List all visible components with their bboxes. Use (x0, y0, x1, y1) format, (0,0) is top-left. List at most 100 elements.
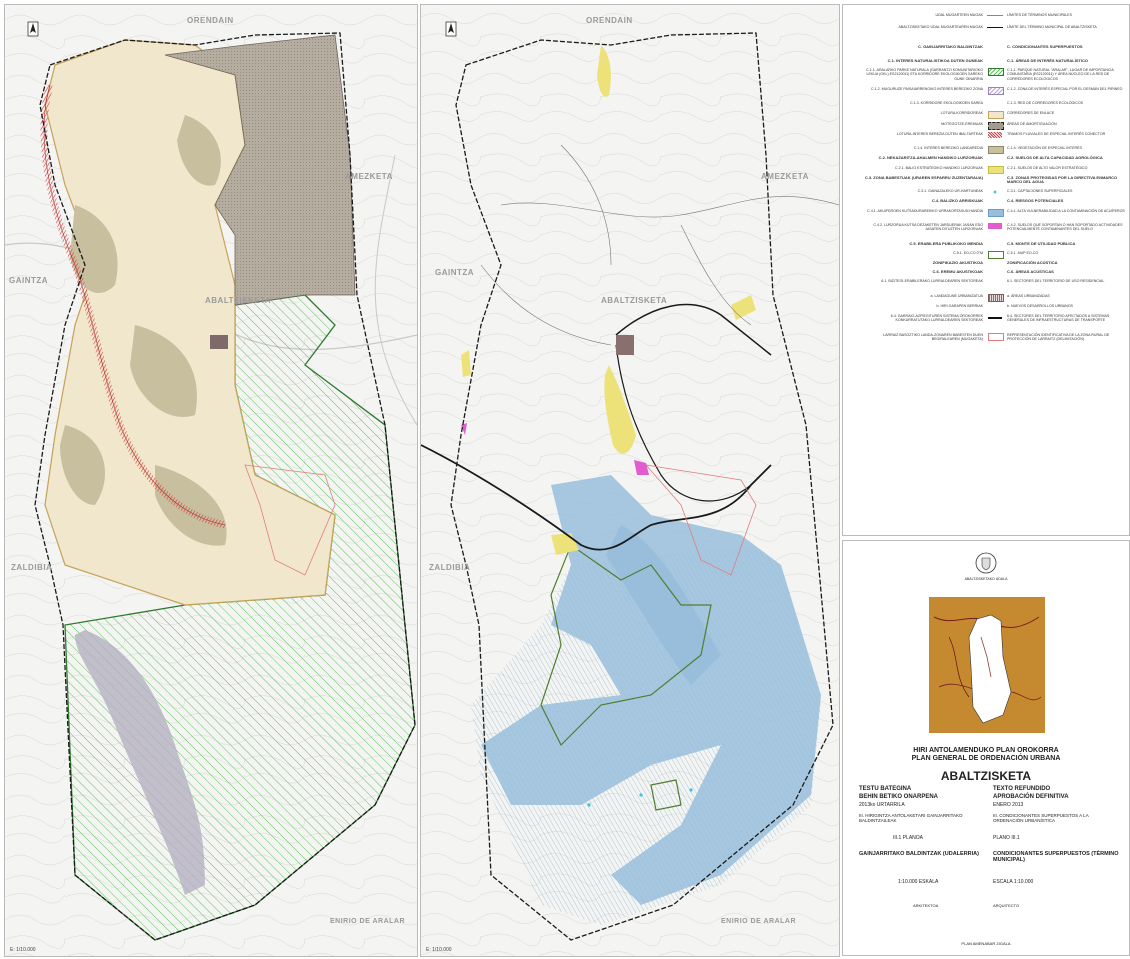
label-west: GAINTZA (435, 268, 474, 277)
legend-section-spanish: C.5. MONTE DE UTILIDAD PÚBLICA (1007, 240, 1076, 246)
label-southwest: ZALDIBIA (11, 563, 52, 572)
legend-section-basque: C.1. INTERES NATURALISTIKOA DUTEN GUNEAK (887, 58, 983, 63)
legend-section-basque: C.3. ZONA BABESTUAK (URAREN ESPARRU ZUZE… (864, 174, 983, 180)
road-line (421, 444, 772, 551)
legend-item-spanish: a. ÁREAS URBANIZADAS (1007, 293, 1050, 298)
legend-swatch (988, 317, 1002, 320)
legend-section-basque: C.5. ERABILERA PUBLIKOKO MENDIA (909, 240, 983, 246)
legend-item-basque: C.1.4. INTERES BEREZIKO LANDAREDIA (913, 146, 983, 151)
legend-item-basque: C.5.1. EO-CO 0°M (953, 250, 983, 255)
legend-item-basque: C.3.1. GAINAZALEKO UR-HARTUNEAK (917, 189, 983, 194)
legend-item-basque: a. LANDAGUNE URBANIZATUA (930, 293, 983, 298)
plan-basque: III.1 PLANOA (893, 835, 924, 841)
left-map[interactable]: ORENDAIN AMEZKETA GAINTZA ABALTZISKETA Z… (4, 4, 418, 957)
legend-item-spanish: C.4.1. ALTA VULNERABILIDAD A LA CONTAMIN… (1007, 208, 1125, 213)
title-basque: HIRI ANTOLAMENDUKO PLAN OROKORRA (913, 747, 1059, 754)
date-spanish: ENERO 2013 (993, 802, 1024, 808)
legend-section-basque: C.6. EREMU AKUSTIKOAK (932, 269, 983, 275)
legend-swatch (988, 332, 1004, 341)
scale-text: E: 1/10.000 (10, 947, 36, 953)
north-arrow-icon (27, 21, 39, 37)
label-center: ABALTZISKETA (205, 296, 271, 305)
agri-area (597, 45, 611, 97)
role-spanish: ARQUITECTO (993, 903, 1020, 908)
municipality-title: ABALTZISKETA (940, 769, 1032, 783)
subject-spanish: CONDICIONANTES SUPERPUESTOS (TÉRMINO MUN… (993, 851, 1119, 863)
legend-section-basque: C.2. NEKAZARITZA-AHALMEN HANDIKO LURZORU… (878, 155, 983, 161)
legend-heading-basque: C. GAINJARRITAKO BALDINTZAK (917, 44, 983, 49)
label-north: ORENDAIN (187, 16, 234, 25)
legend-swatch (988, 68, 1004, 77)
legend-swatch (988, 250, 1004, 259)
scale-basque: 1:10.000 ESKALA (898, 879, 939, 885)
legend-swatch (988, 165, 1004, 174)
label-southwest: ZALDIBIA (429, 563, 470, 572)
legend-item-spanish: C.2.1. SUELOS DE ALTO VALOR ESTRATÉGICO (1007, 165, 1088, 170)
legend-item-basque: 6.1. BIZITEGI-ERABILERAKO LURRALDEAREN S… (881, 279, 983, 284)
legend-item-spanish: 6.4. SECTORES DEL TERRITORIO AFECTADOS A… (1007, 314, 1110, 323)
label-west: GAINTZA (9, 276, 48, 285)
north-arrow-icon (445, 21, 457, 37)
legend-top-basque: UDAL MUGARTEEN MUGAK (935, 13, 983, 17)
legend-item-basque: C.2.1. BALIO ESTRATEGIKO HANDIKO LURZORU… (895, 165, 983, 170)
subject-basque: GAINJARRITAKO BALDINTZAK (UDALERRIA) (859, 851, 979, 857)
legend-item-basque: LOTURA-KORRIDOREAK (940, 111, 983, 116)
label-north: ORENDAIN (586, 16, 633, 25)
right-map[interactable]: ORENDAIN AMEZKETA GAINTZA ABALTZISKETA Z… (420, 4, 840, 957)
doc-spanish: III. CONDICIONANTES SUPERPUESTOS A LA OR… (993, 813, 1089, 823)
legend-item-spanish: C.4.2. SUELOS QUE SOPORTAN O HAN SOPORTA… (1007, 223, 1123, 232)
legend-top-basque: ABALTZISKETAKO UDAL MUGARTEAREN MUGAK (898, 25, 983, 29)
legend-section-spanish: C.6. ÁREAS ACÚSTICAS (1007, 269, 1054, 275)
legend-item-basque: MOTEGOTZE-EREMUAK (941, 121, 983, 126)
legend-section-spanish: C.4. RIESGOS POTENCIALES (1007, 198, 1064, 204)
legend-item-basque: C.1.3. KORRIDORE EKOLOGIKOEN SAREA (910, 101, 983, 106)
legend-item-spanish: C.1.4. VEGETACIÓN DE ESPECIAL INTERÉS (1007, 146, 1082, 151)
legend-section-spanish: C.2. SUELOS DE ALTA CAPACIDAD AGROLÓGICA (1007, 155, 1103, 161)
legend-item-spanish: C.5.1. MUP EO-CO (1007, 250, 1039, 255)
left-map-drawing: ORENDAIN AMEZKETA GAINTZA ABALTZISKETA Z… (5, 5, 417, 956)
label-southeast: ENIRIO DE ARALAR (330, 918, 405, 925)
legend-item-spanish: C.1.1. PARQUE NATURAL "ARALAR", LUGAR DE… (1007, 68, 1114, 81)
doc-basque: III. HIRIGINTZA ANTOLAKETARI GAINJARRITA… (859, 813, 963, 823)
legend-item-spanish: TRAMOS FLUVIALES DE ESPECIAL INTERÉS CON… (1007, 131, 1106, 136)
municipal-boundary (450, 32, 834, 941)
legend-item-spanish: C.3.1. CAPTACIONES SUPERFICIALES (1007, 189, 1073, 194)
legend-item-spanish: ÁREAS DE AMORTIGUACIÓN (1007, 121, 1057, 126)
legend-section-spanish: ZONIFICACIÓN ACÚSTICA (1007, 260, 1058, 265)
legend-swatch (988, 146, 1004, 155)
label-center: ABALTZISKETA (601, 296, 667, 305)
legend-item-basque: LARRAIZ BASOZTIKO LANDA-ZONAREN BABESTEN… (883, 332, 983, 341)
legend-section-basque: C.4. BALIZKO ARRISKUAK (931, 198, 983, 204)
legend-item-spanish: b. NUEVOS DESARROLLOS URBANOS (1007, 304, 1073, 308)
role-basque: ARKITEKTOA (913, 903, 939, 908)
legend-swatch (988, 131, 1002, 138)
legend-item-basque: C.1.1. ARALARKO PARKE NATURALA (GARRANTZ… (866, 68, 983, 81)
phase-spanish-1: TEXTO REFUNDIDO (993, 786, 1051, 792)
legend-swatch (988, 111, 1004, 120)
legend-swatch (988, 293, 1004, 302)
legend-top-spanish: LÍMITE DEL TÉRMINO MUNICIPAL DE ABALTZIS… (1007, 25, 1097, 29)
footer-text: PLAN AMENABAR ZIGALA (961, 941, 1011, 946)
scale-spanish: ESCALA 1:10.000 (993, 879, 1034, 885)
abaltzisketa-limit-symbol (987, 27, 1003, 28)
legend-section-spanish: C.1. ÁREAS DE INTERÉS NATURALÍSTICO (1007, 58, 1089, 63)
title-block: ABALTZISKETAKO UDALA HIRI ANTOLAMENDUKO … (842, 540, 1130, 956)
legend-item-basque: C.4.2. LURZORUA KUTSA DEZAKETEN JARDUERA… (873, 223, 983, 232)
aquifer-area (481, 475, 821, 905)
plan-spanish: PLANO III.1 (993, 835, 1020, 841)
legend-swatch (988, 189, 1002, 196)
right-map-drawing: ORENDAIN AMEZKETA GAINTZA ABALTZISKETA Z… (421, 5, 839, 956)
legend-item-spanish: C.1.2. ZONA DE INTERÉS ESPECIAL POR EL D… (1007, 86, 1123, 91)
legend-item-basque: C.4.1. AKUIFEROEN KUTSADURAREKIKO URRAKO… (867, 208, 983, 213)
phase-basque-2: BEHIN BETIKO ONARPENA (859, 794, 939, 800)
phase-spanish-2: APROBACIÓN DEFINITIVA (993, 794, 1069, 800)
location-thumbnail (929, 597, 1045, 733)
legend-top-spanish: LÍMITES DE TÉRMINOS MUNICIPALES (1007, 13, 1072, 17)
label-east: AMEZKETA (761, 172, 809, 181)
legend-item-basque: C.1.2. MUGURUZE PAISAIARRENGIKO INTERES … (871, 86, 983, 91)
council-name: ABALTZISKETAKO UDALA (964, 577, 1008, 581)
label-southeast: ENIRIO DE ARALAR (721, 918, 796, 925)
legend-section-basque: ZONIFIKAZIO AKUSTIKOA (932, 260, 983, 265)
date-basque: 2013ko URTARRILA (859, 802, 905, 808)
